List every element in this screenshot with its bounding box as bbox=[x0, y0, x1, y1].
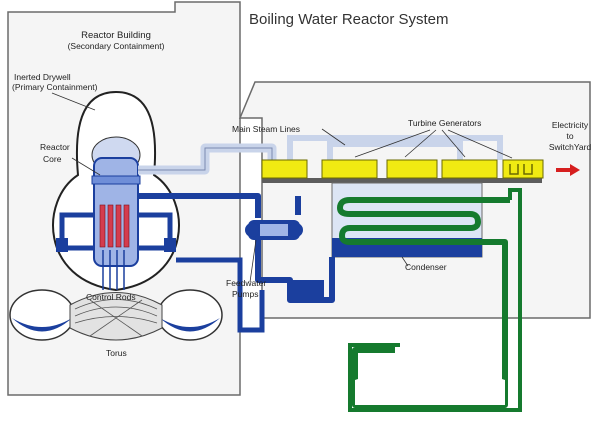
pumps-label: Pumps bbox=[232, 289, 258, 299]
secondary-containment-label: (Secondary Containment) bbox=[68, 41, 165, 51]
reactor-label: Reactor bbox=[40, 142, 70, 152]
recirc-loop-left bbox=[59, 212, 94, 251]
steam-manifolds bbox=[287, 135, 503, 160]
electricity-label-1: Electricity bbox=[552, 120, 589, 130]
leader-lines bbox=[51, 92, 513, 283]
turbine-shaft bbox=[262, 178, 542, 183]
core-label: Core bbox=[43, 154, 62, 164]
main-steam-lines-label: Main Steam Lines bbox=[232, 124, 300, 134]
electricity-arrow bbox=[556, 164, 580, 176]
reactor-building-label: Reactor Building bbox=[81, 30, 151, 41]
feedwater-label: Feedwater bbox=[226, 278, 266, 288]
primary-containment-label: (Primary Containment) bbox=[12, 82, 98, 92]
reactor-core bbox=[99, 204, 130, 248]
generator bbox=[502, 159, 544, 179]
turbine-generators-label: Turbine Generators bbox=[408, 118, 481, 128]
condenser bbox=[331, 182, 483, 258]
cooling-coil bbox=[337, 197, 510, 408]
inerted-drywell-label: Inerted Drywell bbox=[14, 72, 71, 82]
return-line bbox=[176, 257, 265, 333]
control-rods-label: Control Rods bbox=[86, 292, 136, 302]
torus-right bbox=[157, 289, 223, 341]
electricity-label-3: SwitchYard bbox=[549, 142, 592, 152]
recirc-loop-right bbox=[138, 212, 173, 251]
page-title: Boiling Water Reactor System bbox=[249, 11, 449, 28]
feedwater-pumps bbox=[245, 220, 303, 240]
torus-label: Torus bbox=[106, 348, 127, 358]
condenser-label: Condenser bbox=[405, 262, 447, 272]
turbine-generators bbox=[261, 159, 498, 179]
electricity-label-2: to bbox=[566, 131, 573, 141]
control-rod-lines bbox=[102, 250, 125, 290]
torus-left bbox=[9, 289, 75, 341]
cooling-water-body bbox=[355, 377, 505, 405]
